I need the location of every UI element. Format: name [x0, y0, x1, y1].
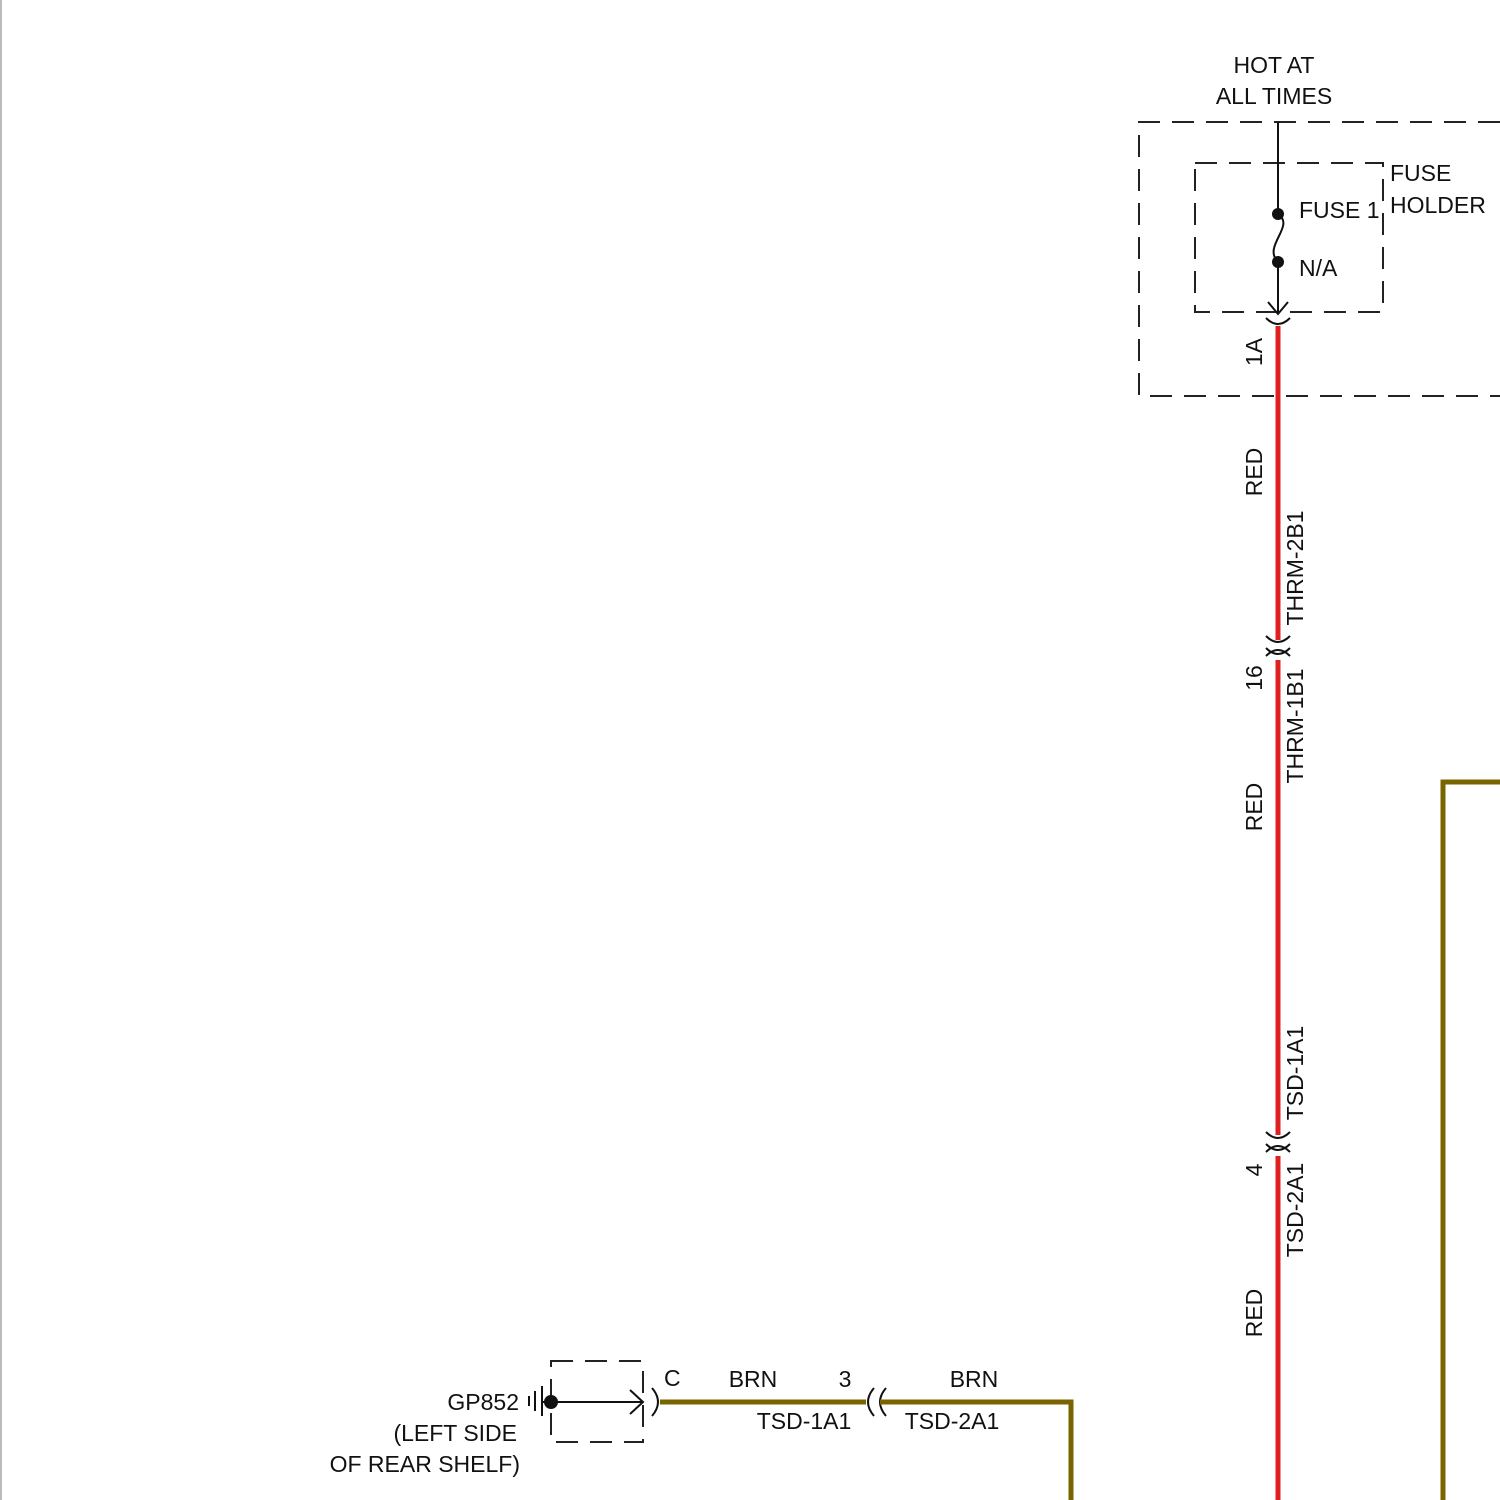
red-wire-1-color: RED [1241, 448, 1267, 497]
brown-wire-1-id: TSD-1A1 [757, 1408, 852, 1434]
ground-location-line1: (LEFT SIDE [393, 1420, 517, 1446]
connector-3-pin: 3 [839, 1366, 852, 1392]
red-wire-4-color: RED [1241, 1289, 1267, 1338]
fuse-1-symbol [1274, 214, 1284, 262]
brown-wire-right [1443, 782, 1500, 1500]
connector-16-pin: 16 [1241, 665, 1267, 691]
red-wire-4-id: TSD-2A1 [1282, 1163, 1308, 1258]
red-wire-2-color: RED [1241, 783, 1267, 832]
connector-4-pin: 4 [1241, 1163, 1267, 1176]
ground-location-line2: OF REAR SHELF) [330, 1451, 520, 1477]
fuse-pin-label: 1A [1241, 337, 1267, 366]
red-wire-1-id: THRM-2B1 [1282, 510, 1308, 625]
connector-3-left-icon [868, 1388, 874, 1416]
source-label-line1: HOT AT [1234, 52, 1315, 78]
brown-wire-2-id: TSD-2A1 [905, 1408, 1000, 1434]
red-wire-2-id: THRM-1B1 [1282, 668, 1308, 783]
source-label-line2: ALL TIMES [1216, 83, 1332, 109]
brown-wire-2-color: BRN [950, 1366, 999, 1392]
fuse-holder-label-line2: HOLDER [1390, 192, 1486, 218]
ground-id: GP852 [447, 1389, 519, 1415]
fuse-1-rating: N/A [1299, 255, 1338, 281]
fuse-box-inner [1195, 163, 1383, 312]
ground-pin-socket-icon [652, 1388, 658, 1416]
brown-wire-1-color: BRN [729, 1366, 778, 1392]
fuse-1-name: FUSE 1 [1299, 197, 1380, 223]
fuse-holder-label-line1: FUSE [1390, 160, 1451, 186]
ground-pin-label: C [664, 1365, 681, 1391]
fuse-pin-socket-icon [1266, 318, 1290, 324]
red-wire-3-id: TSD-1A1 [1282, 1026, 1308, 1121]
